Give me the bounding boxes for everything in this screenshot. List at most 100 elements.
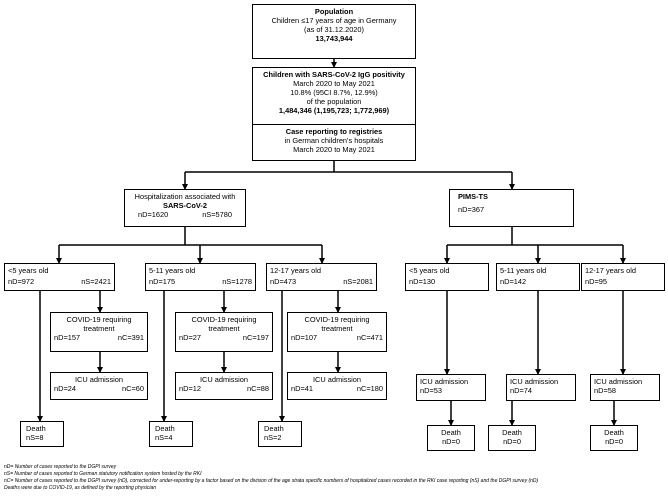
death-title: Death (264, 424, 284, 433)
death-n: nS=4 (155, 433, 173, 443)
icu-nc: nC=88 (247, 384, 269, 394)
age-label: <5 years old (409, 266, 450, 275)
hosp-ns: nS=5780 (202, 210, 232, 220)
hosp-age-box: 5-11 years old nD=175 nS=1278 (145, 263, 256, 291)
igg-line1: March 2020 to May 2021 (293, 79, 375, 89)
death-n: nD=0 (442, 437, 460, 447)
pims-death-box: Death nD=0 (427, 425, 475, 451)
icu-nd: nD=74 (510, 386, 532, 396)
covid-nc: nC=391 (117, 333, 144, 343)
death-title: Death (604, 428, 624, 437)
icu-nd: nD=12 (179, 384, 201, 394)
age-ns: nS=2421 (81, 277, 111, 287)
death-title: Death (155, 424, 175, 433)
age-nd: nD=473 (270, 277, 297, 287)
icu-nd: nD=53 (420, 386, 442, 396)
icu-title: ICU admission (594, 377, 643, 386)
pims-death-box: Death nD=0 (488, 425, 536, 451)
population-line2: (as of 31.12.2020) (304, 25, 364, 35)
icu-nc: nC=60 (122, 384, 144, 394)
covid-nd: nD=157 (54, 333, 81, 343)
covid-title: COVID-19 requiring (66, 315, 132, 324)
hosp-icu-box: ICU admission nD=41 nC=180 (287, 372, 387, 400)
population-title: Population (314, 7, 354, 16)
covid-nc: nC=471 (356, 333, 383, 343)
icu-title: ICU admission (420, 377, 469, 386)
icu-title: ICU admission (74, 375, 124, 384)
covid-title2: treatment (208, 324, 240, 334)
igg-box: Children with SARS-CoV-2 IgG positivity … (252, 67, 416, 125)
covid-title2: treatment (83, 324, 115, 334)
footnote: nS= Number of cases reported to German s… (4, 471, 202, 477)
death-n: nS=8 (26, 433, 44, 443)
covid-treatment-box: COVID-19 requiring treatment nD=157 nC=3… (50, 312, 148, 352)
igg-count: 1,484,346 (1,195,723; 1,772,969) (278, 106, 390, 116)
covid-treatment-box: COVID-19 requiring treatment nD=27 nC=19… (175, 312, 273, 352)
age-nd: nD=972 (8, 277, 35, 287)
covid-title: COVID-19 requiring (191, 315, 257, 324)
age-label: <5 years old (8, 266, 49, 275)
hospitalization-box: Hospitalization associated with SARS-CoV… (124, 189, 246, 227)
age-nd: nD=95 (585, 277, 607, 287)
death-title: Death (502, 428, 522, 437)
hosp-death-box: Death nS=8 (20, 421, 64, 447)
age-label: 5-11 years old (149, 266, 196, 275)
hosp-icu-box: ICU admission nD=24 nC=60 (50, 372, 148, 400)
covid-title: COVID-19 requiring (304, 315, 370, 324)
hosp-line2: SARS-CoV-2 (163, 201, 207, 211)
hosp-age-box: <5 years old nD=972 nS=2421 (4, 263, 115, 291)
pims-title: PIMS-TS (458, 192, 488, 201)
age-nd: nD=142 (500, 277, 527, 287)
death-title: Death (441, 428, 461, 437)
pims-icu-box: ICU admission nD=74 (506, 374, 576, 401)
population-count: 13,743,944 (315, 34, 353, 44)
age-nd: nD=175 (149, 277, 176, 287)
igg-line3: of the population (306, 97, 362, 107)
pims-age-box: 12-17 years old nD=95 (581, 263, 665, 291)
registries-box: Case reporting to registries in German c… (252, 124, 416, 161)
death-n: nD=0 (503, 437, 521, 447)
igg-line2: 10.8% (95CI 8.7%, 12.9%) (290, 88, 378, 98)
registries-line2: March 2020 to May 2021 (293, 145, 375, 155)
registries-line1: in German children's hospitals (284, 136, 384, 146)
registries-title: Case reporting to registries (285, 127, 383, 136)
icu-title: ICU admission (510, 377, 559, 386)
icu-nd: nD=24 (54, 384, 76, 394)
death-n: nD=0 (605, 437, 623, 447)
age-label: 5-11 years old (500, 266, 547, 275)
hosp-icu-box: ICU admission nD=12 nC=88 (175, 372, 273, 400)
covid-title2: treatment (321, 324, 353, 334)
pims-icu-box: ICU admission nD=53 (416, 374, 486, 401)
age-ns: nS=2081 (343, 277, 373, 287)
covid-nd: nD=27 (179, 333, 201, 343)
hosp-death-box: Death nS=4 (149, 421, 193, 447)
pims-age-box: 5-11 years old nD=142 (496, 263, 580, 291)
pims-nd: nD=367 (458, 205, 485, 215)
icu-nc: nC=180 (356, 384, 383, 394)
death-n: nS=2 (264, 433, 282, 443)
population-line1: Children ≤17 years of age in Germany (271, 16, 397, 26)
hosp-age-box: 12-17 years old nD=473 nS=2081 (266, 263, 377, 291)
icu-title: ICU admission (312, 375, 362, 384)
hosp-nd: nD=1620 (138, 210, 169, 220)
icu-nd: nD=58 (594, 386, 616, 396)
covid-nc: nC=197 (242, 333, 269, 343)
pims-death-box: Death nD=0 (590, 425, 638, 451)
icu-nd: nD=41 (291, 384, 313, 394)
hosp-line1: Hospitalization associated with (134, 192, 236, 201)
pims-age-box: <5 years old nD=130 (405, 263, 489, 291)
icu-title: ICU admission (199, 375, 249, 384)
footnotes: nD= Number of cases reported to the DGPI… (4, 464, 664, 492)
hosp-death-box: Death nS=2 (258, 421, 302, 447)
death-title: Death (26, 424, 46, 433)
age-label: 12-17 years old (270, 266, 321, 275)
footnote: Deaths were due to COVID-19, as defined … (4, 485, 157, 491)
covid-nd: nD=107 (291, 333, 318, 343)
footnote: nD= Number of cases reported to the DGPI… (4, 464, 117, 470)
age-label: 12-17 years old (585, 266, 636, 275)
age-ns: nS=1278 (222, 277, 252, 287)
age-nd: nD=130 (409, 277, 436, 287)
pims-icu-box: ICU admission nD=58 (590, 374, 660, 401)
pims-box: PIMS-TS nD=367 (449, 189, 574, 227)
